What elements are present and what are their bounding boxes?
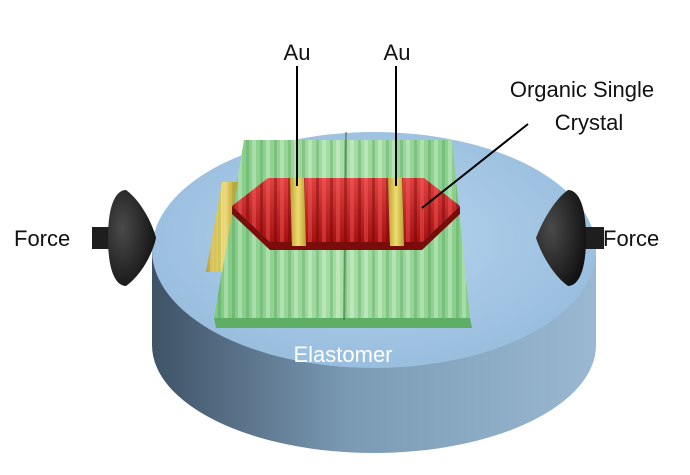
left-clamp [92, 190, 156, 286]
force-left-label: Force [14, 226, 70, 251]
au-electrode-left-shape [290, 178, 306, 246]
au-electrode-right [388, 178, 404, 246]
force-right-label: Force [603, 226, 659, 251]
au-right-label: Au [384, 40, 411, 65]
crystal-ridges [232, 178, 460, 242]
crystal-leader [421, 123, 529, 209]
organic-crystal [232, 178, 460, 250]
film-front-edge [214, 318, 472, 328]
crystal-label-line2: Crystal [555, 110, 623, 135]
elastomer-label: Elastomer [293, 342, 392, 367]
gold-stripe-left-edge [206, 182, 238, 272]
crystal-label-line1: Organic Single [510, 77, 654, 102]
au-electrode-right-shape [388, 178, 404, 246]
right-clamp-cone-icon [536, 190, 586, 286]
au-electrode-left [290, 178, 306, 246]
au-left-label: Au [284, 40, 311, 65]
left-clamp-cone-icon [108, 190, 156, 286]
gold-edge-ridges [206, 182, 238, 272]
right-clamp [536, 190, 604, 286]
